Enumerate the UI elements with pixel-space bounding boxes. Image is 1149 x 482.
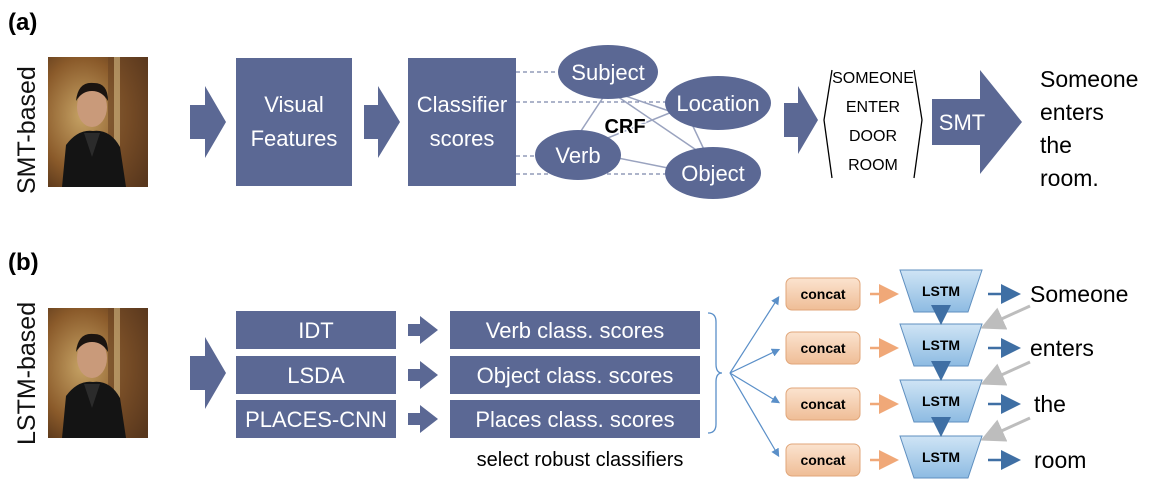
subject-node bbox=[558, 45, 658, 99]
smt-output-2: enters bbox=[1040, 99, 1104, 125]
location-node bbox=[665, 76, 771, 130]
token-bracket-right bbox=[913, 69, 923, 179]
lstm-label-2: LSTM bbox=[922, 337, 960, 353]
arrow-b4 bbox=[408, 405, 438, 433]
token-1: SOMEONE bbox=[832, 70, 914, 87]
concat-label-2: concat bbox=[800, 340, 845, 356]
classifier-scores-line2: scores bbox=[430, 126, 495, 151]
token-3: DOOR bbox=[849, 128, 897, 145]
places-scores-label: Places class. scores bbox=[475, 407, 674, 432]
arrow-a1 bbox=[190, 86, 226, 158]
crf-label: CRF bbox=[604, 116, 645, 138]
lstm-box-4 bbox=[899, 435, 983, 479]
concat-box-2 bbox=[785, 331, 861, 365]
places-scores-box bbox=[450, 400, 700, 438]
visual-features-line1: Visual bbox=[264, 92, 324, 117]
subject-label: Subject bbox=[571, 60, 644, 85]
token-bracket-left bbox=[823, 69, 833, 179]
visual-features-box bbox=[236, 58, 352, 186]
panel-b-label: (b) bbox=[8, 249, 39, 276]
token-4: ROOM bbox=[848, 157, 898, 174]
concat-label-4: concat bbox=[800, 452, 845, 468]
classifier-scores-line1: Classifier bbox=[417, 92, 507, 117]
concat-box-1 bbox=[785, 277, 861, 311]
object-scores-label: Object class. scores bbox=[477, 363, 674, 388]
fan-out-arrows bbox=[729, 295, 781, 458]
object-node bbox=[665, 147, 761, 199]
lsda-box bbox=[236, 356, 396, 394]
idt-label: IDT bbox=[298, 318, 333, 343]
lstm-box-2 bbox=[899, 323, 983, 367]
concat-label-3: concat bbox=[800, 396, 845, 412]
verb-node bbox=[535, 130, 621, 180]
word-4: room bbox=[1034, 447, 1086, 473]
select-classifiers-caption: select robust classifiers bbox=[477, 449, 684, 471]
visual-features-line2: Features bbox=[251, 126, 338, 151]
lstm-side-label: LSTM-based bbox=[13, 302, 41, 445]
lstm-box-3 bbox=[899, 379, 983, 423]
video-frame-a bbox=[48, 57, 148, 187]
places-cnn-label: PLACES-CNN bbox=[245, 407, 387, 432]
scores-brace bbox=[707, 312, 723, 434]
lstm-label-3: LSTM bbox=[922, 393, 960, 409]
concat-box-4 bbox=[785, 443, 861, 477]
idt-box bbox=[236, 311, 396, 349]
smt-arrow bbox=[932, 70, 1022, 174]
location-label: Location bbox=[676, 91, 759, 116]
smt-side-label: SMT-based bbox=[13, 66, 41, 194]
places-cnn-box bbox=[236, 400, 396, 438]
verb-label: Verb bbox=[555, 143, 600, 168]
feedback-arrows bbox=[980, 304, 1031, 442]
arrow-a2 bbox=[364, 86, 400, 158]
verb-scores-box bbox=[450, 311, 700, 349]
concat-label-1: concat bbox=[800, 286, 845, 302]
smt-output-1: Someone bbox=[1040, 66, 1138, 92]
smt-output-4: room. bbox=[1040, 165, 1099, 191]
lstm-label-4: LSTM bbox=[922, 449, 960, 465]
lstm-label-1: LSTM bbox=[922, 283, 960, 299]
word-2: enters bbox=[1030, 335, 1094, 361]
smt-label: SMT bbox=[939, 110, 985, 135]
arrow-a3 bbox=[784, 86, 818, 154]
word-1: Someone bbox=[1030, 281, 1128, 307]
token-2: ENTER bbox=[846, 99, 900, 116]
classifier-scores-box bbox=[408, 58, 516, 186]
concat-box-3 bbox=[785, 387, 861, 421]
verb-scores-label: Verb class. scores bbox=[486, 318, 665, 343]
object-label: Object bbox=[681, 161, 745, 186]
arrow-b1 bbox=[190, 337, 226, 409]
lsda-label: LSDA bbox=[287, 363, 345, 388]
smt-output-3: the bbox=[1040, 132, 1072, 158]
panel-a-label: (a) bbox=[8, 9, 37, 36]
word-3: the bbox=[1034, 391, 1066, 417]
lstm-box-1 bbox=[899, 269, 983, 313]
object-scores-box bbox=[450, 356, 700, 394]
video-frame-b bbox=[48, 308, 148, 438]
arrow-b2 bbox=[408, 316, 438, 344]
arrow-b3 bbox=[408, 361, 438, 389]
